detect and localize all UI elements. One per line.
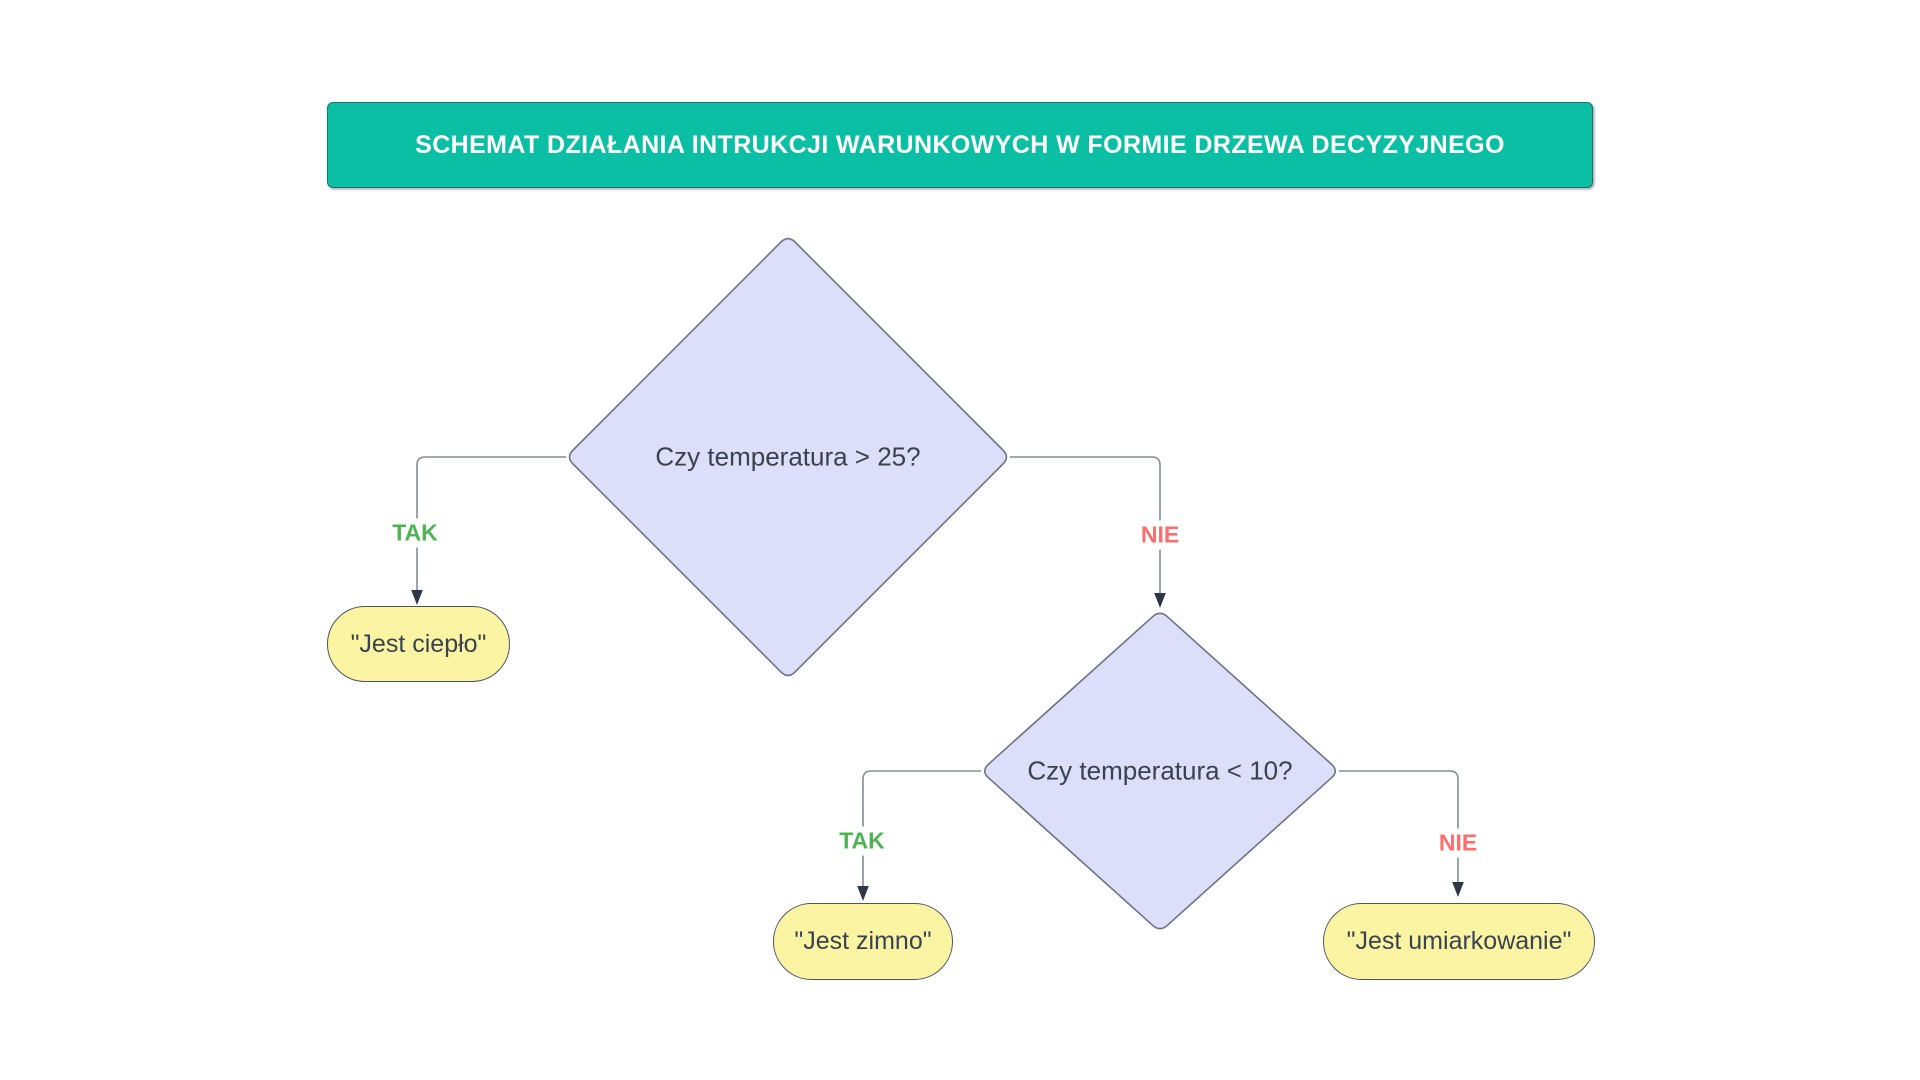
result-node-warm-label: "Jest ciepło" — [350, 629, 487, 658]
edge-d2-no — [1339, 770, 1459, 884]
result-node-moderate-label: "Jest umiarkowanie" — [1346, 927, 1572, 955]
branch-label-d1-no: NIE — [1135, 520, 1185, 550]
decision-node-2-shape — [983, 612, 1337, 930]
arrowhead-d1-yes — [411, 590, 423, 605]
arrowhead-d1-no — [1154, 593, 1166, 608]
edge-d1-yes — [416, 456, 566, 592]
edge-d2-yes — [862, 770, 981, 888]
decision-node-1-shape — [568, 237, 1008, 677]
arrowhead-d2-no — [1452, 882, 1464, 897]
result-node-cold: "Jest zimno" — [773, 903, 953, 980]
decision-node-1-label: Czy temperatura > 25? — [655, 441, 921, 472]
diagram-title: SCHEMAT DZIAŁANIA INTRUKCJI WARUNKOWYCH … — [415, 130, 1505, 159]
result-node-cold-label: "Jest zimno" — [794, 927, 932, 955]
result-node-moderate: "Jest umiarkowanie" — [1323, 903, 1595, 980]
branch-label-d2-no: NIE — [1433, 828, 1483, 858]
decision-node-2-label: Czy temperatura < 10? — [1027, 755, 1293, 786]
branch-label-d1-yes: TAK — [387, 518, 443, 548]
branch-label-d2-yes: TAK — [834, 826, 890, 856]
result-node-warm: "Jest ciepło" — [327, 606, 510, 682]
arrowhead-d2-yes — [857, 886, 869, 901]
title-banner: SCHEMAT DZIAŁANIA INTRUKCJI WARUNKOWYCH … — [327, 102, 1593, 188]
edge-d1-no — [1010, 456, 1161, 595]
